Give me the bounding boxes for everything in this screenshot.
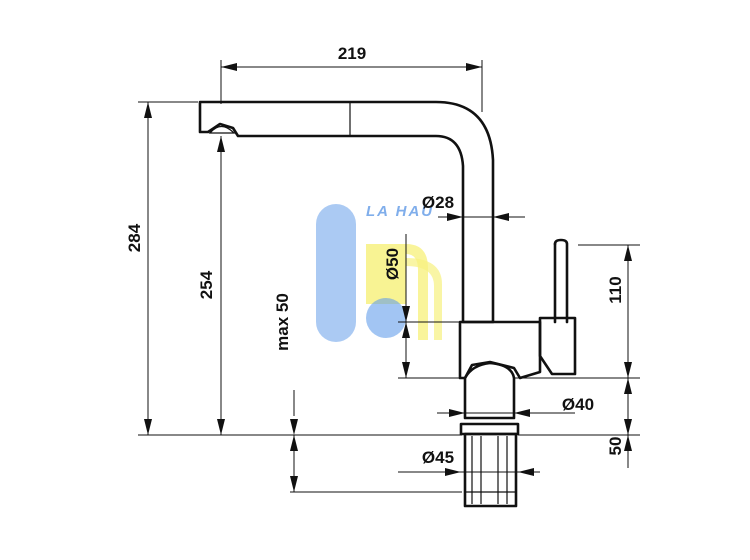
- dimension-label-50: 50: [606, 437, 625, 456]
- dimension-254: 254: [197, 136, 225, 435]
- dimension-label-219: 219: [338, 44, 366, 63]
- mounting-shank: [459, 422, 520, 436]
- dimension-110: 110: [606, 245, 632, 378]
- dimension-50: 50: [606, 378, 632, 468]
- dimension-label-284: 284: [125, 223, 144, 252]
- dimension-219: 219: [221, 44, 482, 71]
- dimension-dia-45: Ø45: [398, 448, 540, 476]
- dimension-label-110: 110: [606, 276, 625, 303]
- dimension-dia-50: Ø50: [383, 234, 460, 378]
- dimension-284: 284: [125, 102, 152, 435]
- watermark-text: LA HAU: [366, 203, 434, 220]
- shank-lower: [463, 432, 518, 508]
- dimension-dia-28: Ø28: [422, 193, 525, 221]
- watermark-blue-bar: [316, 204, 356, 342]
- watermark-yellow-block: [366, 244, 406, 304]
- watermark-yellow-arch-2: [406, 258, 442, 340]
- dimension-label-dia-40: Ø40: [562, 395, 594, 414]
- dimension-label-max-50: max 50: [273, 293, 292, 351]
- dimension-label-dia-28: Ø28: [422, 193, 454, 212]
- dimension-max-50: max 50: [273, 293, 298, 492]
- watermark-logo: LA HAU: [316, 203, 442, 342]
- faucet-body: [198, 100, 577, 508]
- dimension-label-dia-45: Ø45: [422, 448, 454, 467]
- dimension-label-dia-50: Ø50: [383, 248, 402, 280]
- lever-housing: [538, 316, 577, 376]
- base-flange: [463, 361, 516, 420]
- watermark-blue-dot: [366, 298, 406, 338]
- spout-nozzle: [208, 125, 236, 134]
- dimension-dia-40: Ø40: [437, 395, 594, 417]
- dimension-label-254: 254: [197, 270, 216, 299]
- faucet-lever: [553, 238, 569, 324]
- faucet-spout-neck: [198, 100, 495, 324]
